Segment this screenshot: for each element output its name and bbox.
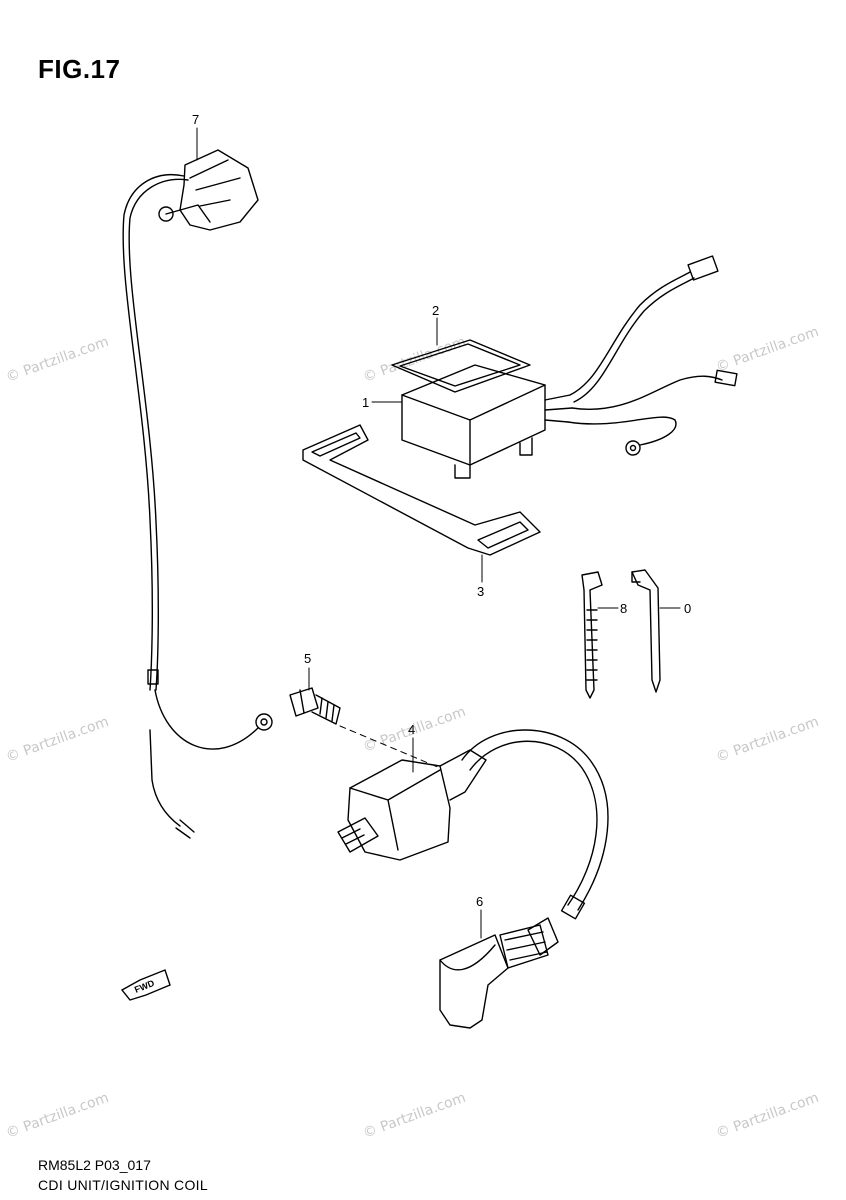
rubber-strap-part-3: [302, 424, 541, 556]
watermark: © Partzilla.com: [361, 1090, 468, 1142]
ignition-coil-part-4: [337, 729, 609, 920]
callout-3: 3: [477, 584, 484, 599]
bolt-part-5: [289, 687, 341, 725]
callout-4: 4: [408, 722, 415, 737]
watermark: © Partzilla.com: [714, 1090, 821, 1142]
fwd-arrow: FWD: [120, 969, 171, 1001]
callout-8: 8: [620, 601, 627, 616]
stop-switch-part-7: [122, 149, 273, 839]
watermark: © Partzilla.com: [4, 334, 111, 386]
clamp-part-0: [631, 569, 661, 693]
watermark: © Partzilla.com: [714, 324, 821, 376]
callout-1: 1: [362, 395, 369, 410]
watermark: © Partzilla.com: [361, 334, 468, 386]
watermark: © Partzilla.com: [714, 714, 821, 766]
callout-5: 5: [304, 651, 311, 666]
cable-tie-part-8: [581, 571, 603, 699]
watermark: © Partzilla.com: [4, 1090, 111, 1142]
callout-labels: 7 2 1 3 8 0 5 4 6: [192, 112, 691, 909]
figure-caption: CDI UNIT/IGNITION COIL: [38, 1177, 208, 1193]
callout-7: 7: [192, 112, 199, 127]
callout-2: 2: [432, 303, 439, 318]
drawing-code: RM85L2 P03_017: [38, 1157, 151, 1173]
cdi-top-plate-part-2: [391, 339, 531, 393]
figure-title: FIG.17: [38, 54, 121, 84]
callout-0: 0: [684, 601, 691, 616]
spark-plug-cap-part-6: [439, 917, 559, 1029]
cdi-unit-part-1: [401, 255, 738, 479]
leader-lines: [196, 127, 681, 939]
callout-6: 6: [476, 894, 483, 909]
watermark: © Partzilla.com: [4, 714, 111, 766]
